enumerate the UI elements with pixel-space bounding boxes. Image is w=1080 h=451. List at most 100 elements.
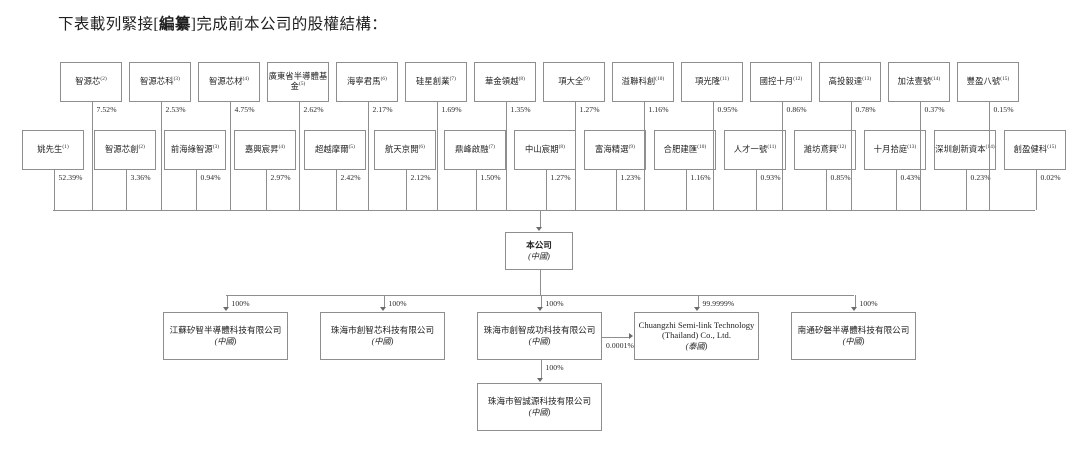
title-suffix: ]完成前本公司的股權結構：: [190, 16, 388, 33]
shareholder-box-row1-5: 硅星創業(7): [405, 62, 467, 102]
subsidiary-pct-0: 100%: [231, 299, 250, 308]
shareholder-name: 智源芯材(4): [209, 76, 249, 87]
footnote-ref: (7): [488, 144, 495, 151]
shareholder-pct-row1-8: 1.16%: [648, 105, 669, 114]
subsidiary-arrow-icon-1: [380, 307, 387, 311]
shareholder-stem-row2-13: [965, 170, 967, 210]
shareholder-pct-row2-10: 0.93%: [760, 173, 781, 182]
shareholder-pct-row2-11: 0.85%: [830, 173, 851, 182]
shareholder-pct-row1-5: 1.69%: [441, 105, 462, 114]
company-jurisdiction: (泰國): [685, 342, 708, 352]
shareholder-box-row2-1: 智源芯創(2): [94, 130, 156, 170]
footnote-ref: (15): [1047, 144, 1057, 151]
shareholder-stem-row2-8: [615, 170, 617, 210]
shareholder-pct-row2-14: 0.02%: [1040, 173, 1061, 182]
shareholder-box-row2-4: 超越摩爾(5): [304, 130, 366, 170]
bottom-subsidiary-drop-line: [540, 360, 542, 378]
shareholder-stem-row2-5: [405, 170, 407, 210]
shareholder-stem-row2-1: [125, 170, 127, 210]
footnote-ref: (7): [449, 76, 456, 83]
shareholder-name: 溢聯科創(10): [621, 76, 665, 87]
shareholder-stem-row1-10: [781, 102, 783, 210]
subsidiary-drop-line-4: [854, 295, 856, 307]
shareholder-pct-row1-4: 2.17%: [372, 105, 393, 114]
shareholder-name: 項大全(9): [558, 76, 590, 87]
shareholder-box-row1-10: 國控十月(12): [750, 62, 812, 102]
shareholder-box-row2-12: 十月拾庭(13): [864, 130, 926, 170]
company-jurisdiction: (中國): [528, 252, 550, 262]
shareholder-pct-row1-11: 0.78%: [855, 105, 876, 114]
footnote-ref: (4): [278, 144, 285, 151]
shareholder-box-row1-1: 智源芯科(3): [129, 62, 191, 102]
footnote-ref: (11): [767, 144, 777, 151]
shareholder-pct-row2-4: 2.42%: [340, 173, 361, 182]
shareholder-bus-line: [53, 210, 1035, 211]
shareholder-name: 高投毅達(13): [828, 76, 872, 87]
shareholder-box-row1-9: 項光隆(11): [681, 62, 743, 102]
shareholder-stem-row1-11: [850, 102, 852, 210]
subsidiary-arrow-icon-3: [694, 307, 701, 311]
company-name: 南通矽磐半導體科技有限公司: [797, 325, 910, 336]
shareholder-box-row2-7: 中山宸期(8): [514, 130, 576, 170]
company-box-subsidiary-3: Chuangzhi Semi-link Technology (Thailand…: [634, 312, 759, 360]
shareholder-stem-row1-4: [367, 102, 369, 210]
shareholder-pct-row1-7: 1.27%: [579, 105, 600, 114]
company-name: 珠海市智誠源科技有限公司: [487, 396, 592, 407]
footnote-ref: (6): [380, 76, 387, 83]
shareholder-pct-row1-12: 0.37%: [924, 105, 945, 114]
footnote-ref: (12): [793, 76, 803, 83]
page-title: 下表載列緊接[編纂]完成前本公司的股權結構：: [58, 12, 387, 34]
shareholder-stem-row2-4: [335, 170, 337, 210]
footnote-ref: (14): [931, 76, 941, 83]
footnote-ref: (10): [697, 144, 707, 151]
shareholder-box-row2-6: 鼎峰啟融(7): [444, 130, 506, 170]
shareholder-box-row1-0: 智源芯(2): [60, 62, 122, 102]
subsidiary-arrow-icon-4: [851, 307, 858, 311]
shareholder-pct-row2-7: 1.27%: [550, 173, 571, 182]
main-company-drop-line: [539, 210, 541, 227]
footnote-ref: (14): [985, 144, 995, 151]
company-box-subsidiary-1: 珠海市創智芯科技有限公司(中國): [320, 312, 445, 360]
shareholder-box-row2-0: 姚先生(1): [22, 130, 84, 170]
subsidiary-pct-2: 100%: [545, 299, 564, 308]
shareholder-pct-row1-1: 2.53%: [165, 105, 186, 114]
shareholder-box-row2-11: 濰坊鳶興(12): [794, 130, 856, 170]
thailand-cross-arrow-icon: [629, 333, 633, 340]
footnote-ref: (13): [907, 144, 917, 151]
shareholder-stem-row1-5: [436, 102, 438, 210]
shareholder-stem-row1-12: [919, 102, 921, 210]
footnote-ref: (3): [212, 144, 220, 151]
main-company-arrow-icon: [536, 227, 543, 231]
shareholder-stem-row1-0: [91, 102, 93, 210]
shareholder-stem-row1-1: [160, 102, 162, 210]
company-box-main: 本公司 (中國): [505, 232, 573, 270]
shareholder-stem-row2-6: [475, 170, 477, 210]
shareholder-pct-row1-3: 2.62%: [303, 105, 324, 114]
thailand-cross-link-line: [602, 336, 629, 338]
company-box-subsidiary-4: 南通矽磐半導體科技有限公司(中國): [791, 312, 916, 360]
shareholder-pct-row1-0: 7.52%: [96, 105, 117, 114]
shareholder-stem-row1-3: [298, 102, 300, 210]
shareholder-pct-row2-5: 2.12%: [410, 173, 431, 182]
shareholder-name: 富海精選(9): [595, 144, 635, 155]
shareholder-stem-row2-12: [895, 170, 897, 210]
thailand-cross-pct: 0.0001%: [606, 340, 634, 350]
shareholder-stem-row1-9: [712, 102, 714, 210]
shareholder-name: 豐盈八號(15): [966, 76, 1010, 87]
shareholder-box-row1-12: 加法壹號(14): [888, 62, 950, 102]
shareholder-pct-row2-3: 2.97%: [270, 173, 291, 182]
shareholder-stem-row1-7: [574, 102, 576, 210]
subsidiary-drop-line-2: [540, 295, 542, 307]
shareholder-name: 華金領越(8): [485, 76, 525, 87]
shareholder-pct-row1-2: 4.75%: [234, 105, 255, 114]
shareholder-pct-row1-6: 1.35%: [510, 105, 531, 114]
subsidiary-pct-3: 99.9999%: [702, 299, 735, 308]
shareholder-name: 濰坊鳶興(12): [803, 144, 847, 155]
subsidiary-drop-line-1: [383, 295, 385, 307]
shareholder-stem-row2-14: [1035, 170, 1037, 210]
company-jurisdiction: (中國): [214, 337, 237, 347]
shareholder-name: 廣東省半導體基金(5): [268, 72, 328, 91]
shareholder-name: 深圳創新資本(14): [935, 144, 995, 155]
shareholder-name: 十月拾庭(13): [873, 144, 917, 155]
